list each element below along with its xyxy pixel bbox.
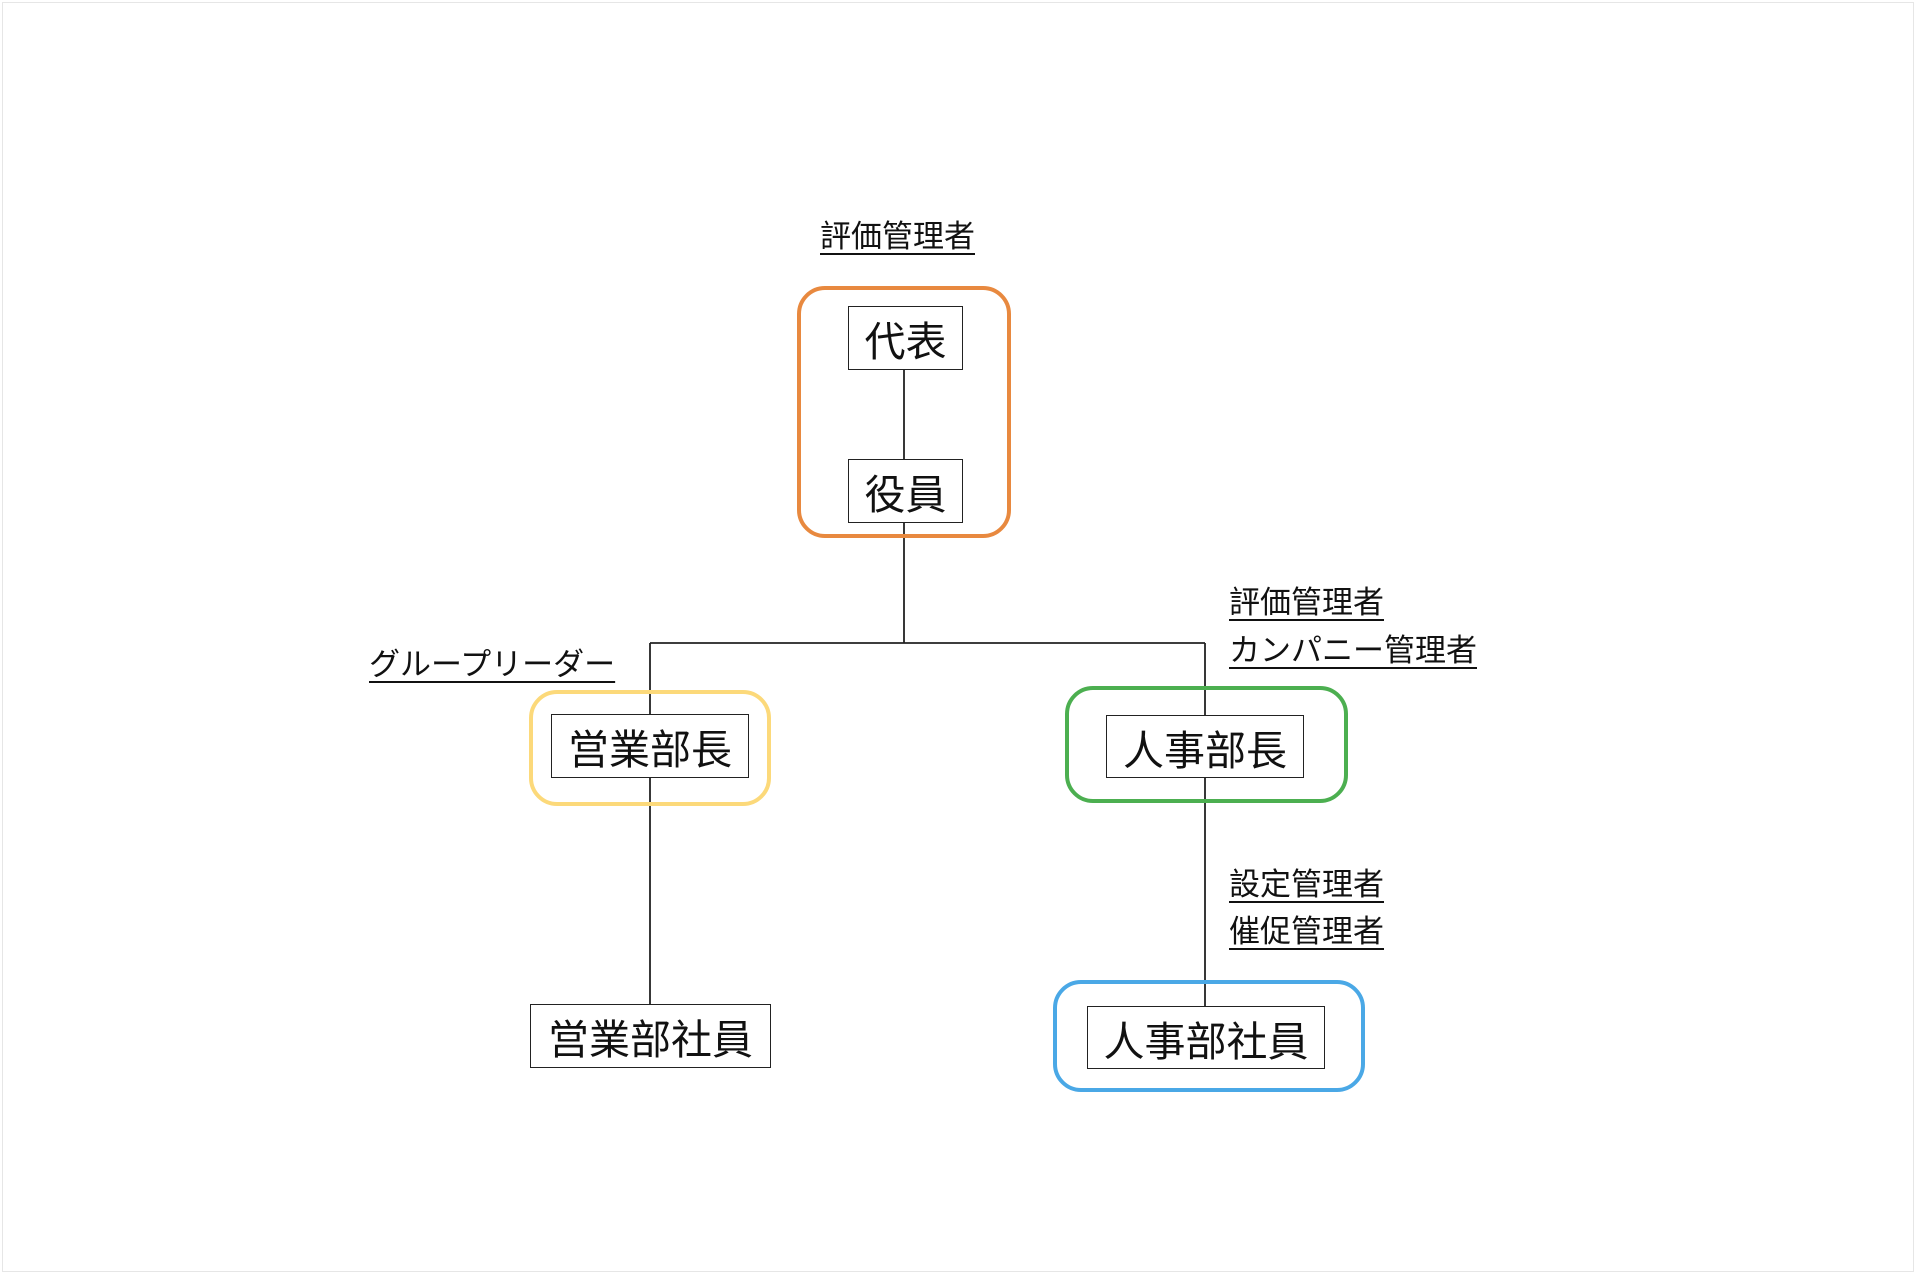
node-jinji-bucho: 人事部長	[1106, 715, 1304, 778]
label-hr-evaluation-admin: 評価管理者	[1229, 585, 1384, 621]
group-evaluation-admin-top	[797, 286, 1011, 538]
node-jinji-shain: 人事部社員	[1087, 1006, 1325, 1069]
label-reminder-admin: 催促管理者	[1229, 914, 1384, 950]
label-top-evaluation-admin: 評価管理者	[820, 219, 975, 255]
node-daihyo: 代表	[848, 306, 963, 370]
label-settings-admin: 設定管理者	[1229, 867, 1384, 903]
group-group-leader	[529, 690, 771, 806]
node-eigyo-bucho: 営業部長	[551, 714, 749, 778]
label-hr-company-admin: カンパニー管理者	[1229, 633, 1477, 669]
label-group-leader: グループリーダー	[369, 647, 616, 683]
group-hr-staff-admin	[1053, 980, 1365, 1092]
node-eigyo-shain: 営業部社員	[530, 1004, 771, 1068]
group-hr-manager-admin	[1065, 686, 1348, 803]
node-yakuin: 役員	[848, 459, 963, 523]
